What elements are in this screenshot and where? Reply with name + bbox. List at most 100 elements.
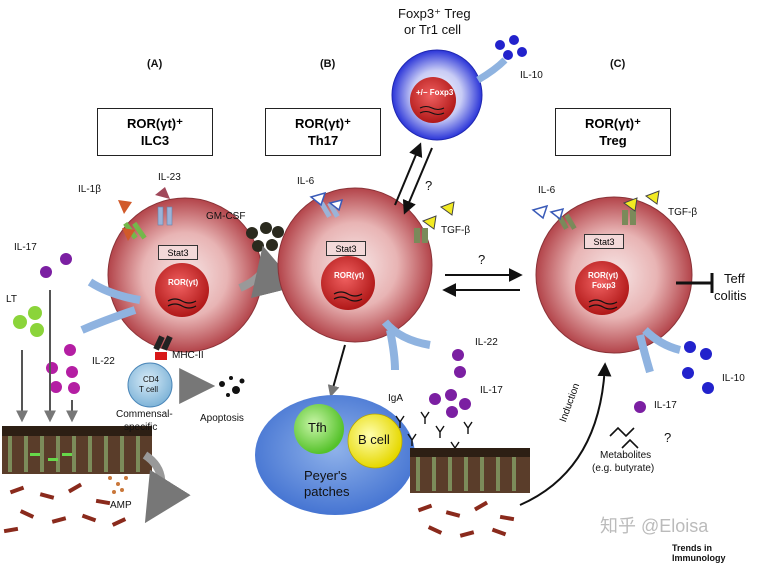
metabolites-line1: Metabolites <box>600 450 652 461</box>
th17-il22-arrow <box>381 319 431 349</box>
watermark: 知乎 @Eloisa <box>600 516 709 536</box>
treg-top-nucleus: +/− Foxp3 <box>416 88 454 97</box>
th17-treg-question: ? <box>425 178 433 193</box>
ilc3-title-line1: ROR(γt)⁺ <box>127 116 183 131</box>
il22-dots <box>46 344 80 394</box>
treg-title-line1: ROR(γt)⁺ <box>585 116 641 131</box>
treg-nucleus <box>410 77 456 123</box>
epithelium-a <box>2 426 152 474</box>
tregc-nucleus-line1: ROR(γt) <box>588 271 619 280</box>
ilc3-title-box: ROR(γt)⁺ ILC3 <box>97 108 213 156</box>
metabolites-line2: (e.g. butyrate) <box>592 463 655 474</box>
treg-il10-arrow <box>476 57 508 84</box>
th17-nucleus-label: ROR(γt) <box>334 271 365 280</box>
th17-stat3: Stat3 <box>326 241 366 256</box>
gmcsf-label: GM-CSF <box>206 211 246 222</box>
il23-label: IL-23 <box>158 172 181 183</box>
th17-tgfb-label: TGF-β <box>441 225 471 236</box>
th17-il17-label: IL-17 <box>480 385 503 396</box>
teff-line2: colitis <box>714 288 747 303</box>
ilc3-nucleus <box>155 263 209 317</box>
apoptosis-icon <box>219 376 245 397</box>
treg-il10-dots <box>495 35 527 60</box>
iga-label: IgA <box>388 393 404 404</box>
treg-top-line2: or Tr1 cell <box>404 22 462 37</box>
tregc-il17-label: IL-17 <box>654 400 677 411</box>
amp-label: AMP <box>110 500 132 511</box>
ilc3-nucleus-label: ROR(γt) <box>168 278 199 287</box>
treg-to-th17-arrow <box>402 147 433 215</box>
peyers-line2: patches <box>304 484 350 499</box>
th17-il6-label: IL-6 <box>297 176 315 187</box>
th17-il22-label: IL-22 <box>475 337 498 348</box>
treg-title-line2: Treg <box>599 133 627 148</box>
panel-c-letter: (C) <box>610 58 626 70</box>
epithelium-b <box>410 448 530 493</box>
peyers-line1: Peyer's <box>304 468 347 483</box>
dna-icon <box>419 105 445 116</box>
th17-title-line1: ROR(γt)⁺ <box>295 116 351 131</box>
il22-label: IL-22 <box>92 356 115 367</box>
panel-b-letter: (B) <box>320 58 336 70</box>
ilc3-down-arrows <box>16 290 78 423</box>
amp-dots <box>108 476 128 494</box>
bcell-label: B cell <box>358 432 390 447</box>
il17-secretion-arrow <box>87 278 141 304</box>
il17-dots <box>40 253 72 278</box>
treg-title-box: ROR(γt)⁺ Treg <box>555 108 671 156</box>
tfh-cell <box>294 404 344 454</box>
amp-arrow <box>142 451 191 524</box>
lt-label: LT <box>6 294 17 305</box>
il22-secretion-arrow <box>80 306 137 334</box>
th17-il22-dots <box>452 349 466 378</box>
tgfb-ligand-icon <box>421 215 437 230</box>
bacteria-a <box>3 482 127 534</box>
il1b-bound-icon <box>122 228 135 241</box>
tregc-il6-ligand-icon <box>531 204 549 220</box>
commensal-line2: specific <box>124 422 158 433</box>
th17-title-line2: Th17 <box>307 133 339 148</box>
tgfb-receptor-icon <box>414 228 428 243</box>
il1b-label: IL-1β <box>78 184 101 195</box>
metabolites-question: ? <box>664 430 672 445</box>
tregc-il10-arrow <box>642 327 682 354</box>
th17-il17-arrow <box>386 329 399 371</box>
il23-ligand-icon <box>155 187 170 199</box>
ilc3-stat3: Stat3 <box>158 245 198 260</box>
tfh-label: Tfh <box>308 420 327 435</box>
commensal-line1: Commensal- <box>116 409 173 420</box>
tregc-il6-label: IL-6 <box>538 185 556 196</box>
tregc-il17-dot <box>634 401 646 413</box>
tregc-stat3: Stat3 <box>584 234 624 249</box>
tregc-tgfb-receptor-icon <box>622 210 636 225</box>
treg-top-line1: Foxp3⁺ Treg <box>398 6 471 21</box>
th17-title-box: ROR(γt)⁺ Th17 <box>265 108 381 156</box>
bacteria-b <box>417 500 515 538</box>
th17-to-treg-arrow <box>394 142 423 206</box>
b-cell <box>347 413 403 469</box>
il17-label: IL-17 <box>14 242 37 253</box>
il1b-ligand-icon <box>118 200 132 214</box>
dna-icon <box>167 298 197 309</box>
tregc-nucleus-line2: Foxp3 <box>592 281 616 290</box>
induction-arrow <box>519 362 612 506</box>
th17-to-peyers-arrow <box>327 344 346 398</box>
dna-icon <box>588 299 618 310</box>
tregc-nucleus <box>575 261 629 315</box>
th17-nucleus <box>321 256 375 310</box>
metabolites-icon <box>609 426 639 449</box>
apoptosis-label: Apoptosis <box>200 413 244 424</box>
cd4-line2: T cell <box>139 385 158 394</box>
il6-ligand-icon <box>309 191 327 207</box>
teff-line1: Teff <box>724 271 745 286</box>
treg-top-il10: IL-10 <box>520 70 543 81</box>
mhc-peptide-icon <box>155 352 167 360</box>
tregc-tgfb-label: TGF-β <box>668 207 698 218</box>
cd4-line1: CD4 <box>143 375 160 384</box>
tregc-il10-dots <box>682 341 714 394</box>
mhc-icon <box>153 335 165 351</box>
panel-a-letter: (A) <box>147 58 163 70</box>
tregc-il10-label: IL-10 <box>722 373 745 384</box>
journal-credit: Trends in Immunology <box>672 543 726 563</box>
